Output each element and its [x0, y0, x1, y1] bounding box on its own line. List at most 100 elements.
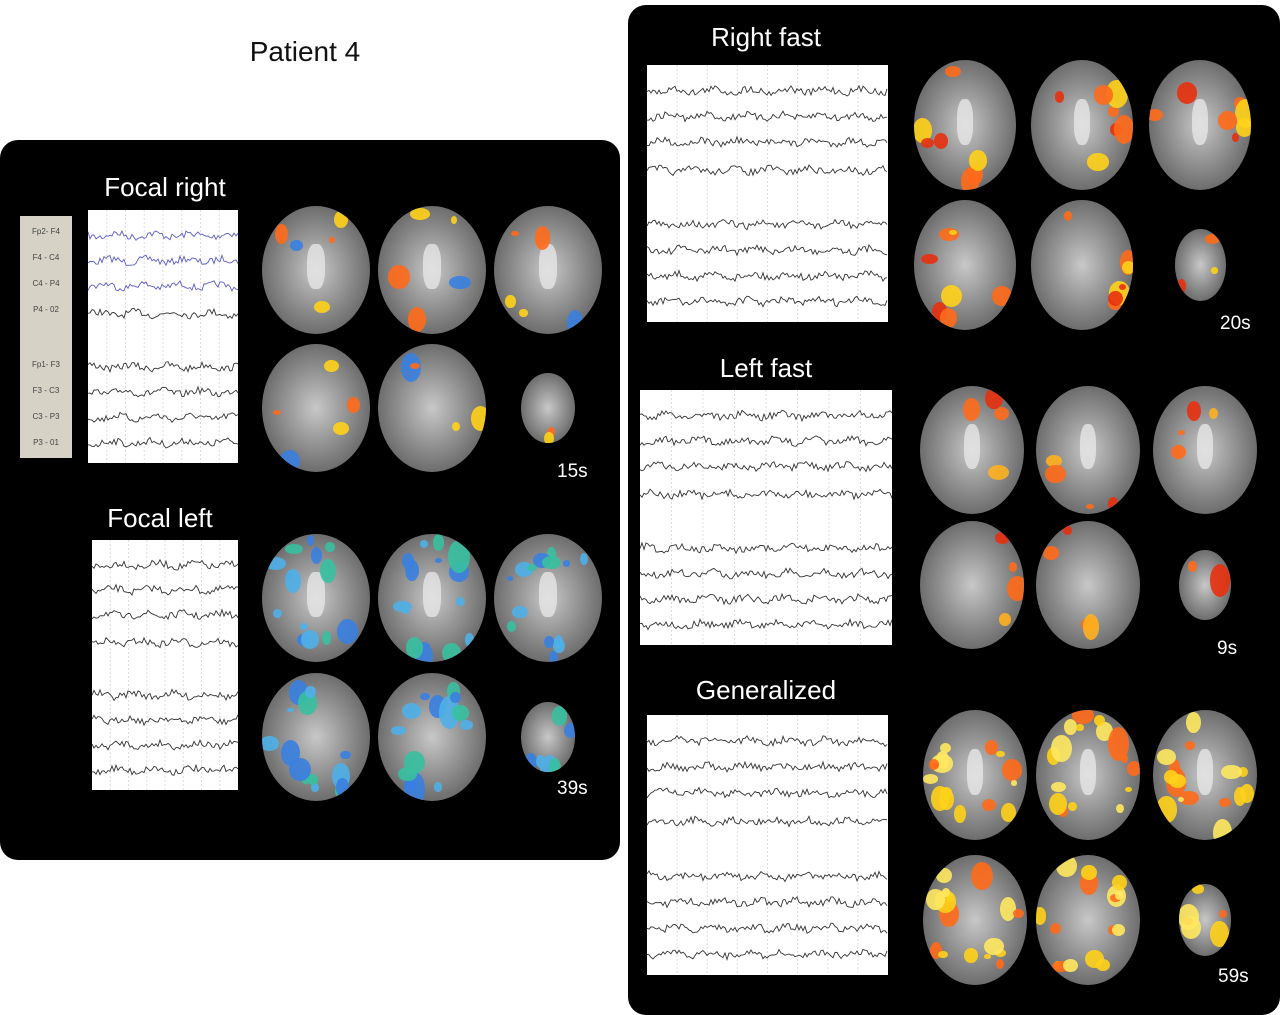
activation-blob: [1126, 761, 1140, 777]
activation-blob: [970, 862, 993, 891]
activation-blob: [1209, 564, 1230, 597]
activation-blob: [936, 868, 953, 883]
activation-blob: [994, 406, 1009, 421]
channel-label: F3 - C3: [32, 386, 60, 395]
activation-blob: [553, 639, 565, 654]
activation-blob: [960, 167, 980, 190]
activation-blob: [451, 705, 469, 721]
activation-blob: [470, 405, 486, 432]
eeg-channel-trace: [640, 488, 892, 501]
activation-blob: [543, 635, 554, 649]
activation-blob: [1186, 712, 1201, 734]
activation-blob: [290, 239, 303, 251]
eeg-channel-trace: [647, 734, 888, 748]
activation-blob: [1177, 430, 1185, 435]
eeg-channel-trace: [647, 84, 888, 97]
activation-blob: [332, 421, 350, 435]
activation-blob: [1239, 784, 1254, 804]
activation-blob: [1045, 455, 1062, 467]
activation-blob: [452, 421, 461, 431]
activation-blob: [320, 558, 337, 583]
activation-blob: [432, 534, 445, 551]
brain-slice: [378, 673, 486, 801]
activation-blob: [300, 629, 320, 649]
ventricle: [423, 572, 441, 618]
brain-slice: [1031, 200, 1133, 330]
eeg-trace-panel: [647, 65, 888, 322]
eeg-channel-trace: [88, 279, 238, 292]
activation-blob: [1063, 719, 1078, 736]
activation-blob: [547, 547, 556, 561]
eeg-channel-trace: [92, 738, 238, 751]
activation-blob: [387, 264, 410, 290]
activation-blob: [923, 774, 939, 784]
eeg-channel-trace: [640, 460, 892, 473]
activation-blob: [1001, 759, 1023, 781]
activation-blob: [1237, 766, 1248, 777]
eeg-channel-trace: [647, 922, 888, 934]
section-title-generalized: Generalized: [695, 675, 837, 705]
activation-blob: [460, 720, 473, 730]
activation-blob: [1176, 82, 1197, 104]
eeg-trace-panel: [647, 715, 888, 975]
activation-blob: [1107, 106, 1119, 117]
activation-blob: [548, 758, 561, 773]
activation-blob: [1011, 780, 1018, 786]
duration-label: 9s: [1217, 638, 1238, 659]
activation-blob: [1067, 801, 1077, 812]
activation-blob: [1116, 804, 1124, 814]
activation-blob: [506, 621, 516, 633]
activation-blob: [325, 542, 335, 552]
duration-label: 59s: [1218, 966, 1249, 987]
activation-blob: [1217, 111, 1237, 130]
activation-blob: [985, 387, 1003, 410]
activation-blob: [408, 307, 427, 332]
ventricle: [1079, 749, 1097, 795]
activation-blob: [1085, 503, 1094, 509]
eeg-channel-trace: [92, 636, 238, 649]
activation-blob: [449, 275, 471, 290]
activation-blob: [964, 947, 978, 963]
activation-blob: [1062, 526, 1072, 536]
ventricle: [307, 572, 325, 618]
activation-blob: [535, 755, 545, 768]
brain-slice: [923, 855, 1027, 985]
activation-blob: [1219, 910, 1228, 919]
brain-slice: [1036, 521, 1140, 649]
activation-blob: [420, 539, 428, 548]
activation-blob: [563, 560, 571, 567]
activation-blob: [464, 632, 475, 648]
activation-blob: [944, 66, 961, 77]
activation-blob: [1093, 85, 1114, 105]
activation-blob: [410, 207, 430, 220]
activation-blob: [1209, 408, 1219, 420]
brain-slice: [378, 534, 486, 662]
brain-slice: [1031, 60, 1133, 190]
activation-blob: [996, 958, 1005, 969]
activation-blob: [1179, 791, 1199, 806]
activation-blob: [404, 559, 419, 582]
activation-blob: [933, 132, 948, 149]
activation-blob: [921, 253, 938, 265]
brain-slice: [494, 206, 602, 334]
activation-blob: [996, 750, 1005, 758]
activation-blob: [1113, 114, 1133, 144]
section-title-right-fast: Right fast: [711, 22, 821, 52]
eeg-channel-trace: [647, 895, 888, 909]
activation-blob: [914, 118, 932, 143]
activation-blob: [1185, 740, 1196, 751]
activation-blob: [450, 215, 458, 225]
eeg-channel-trace: [92, 608, 238, 621]
eeg-channel-trace: [92, 583, 238, 596]
activation-blob: [511, 606, 528, 618]
activation-blob: [285, 568, 302, 594]
brain-slice: [521, 372, 575, 444]
activation-blob: [1179, 904, 1200, 930]
activation-blob: [438, 695, 461, 730]
activation-blob: [506, 575, 514, 581]
activation-blob: [1114, 890, 1123, 900]
ventricle: [539, 572, 557, 618]
eeg-trace-panel: [92, 540, 238, 790]
eeg-channel-trace: [640, 435, 892, 447]
